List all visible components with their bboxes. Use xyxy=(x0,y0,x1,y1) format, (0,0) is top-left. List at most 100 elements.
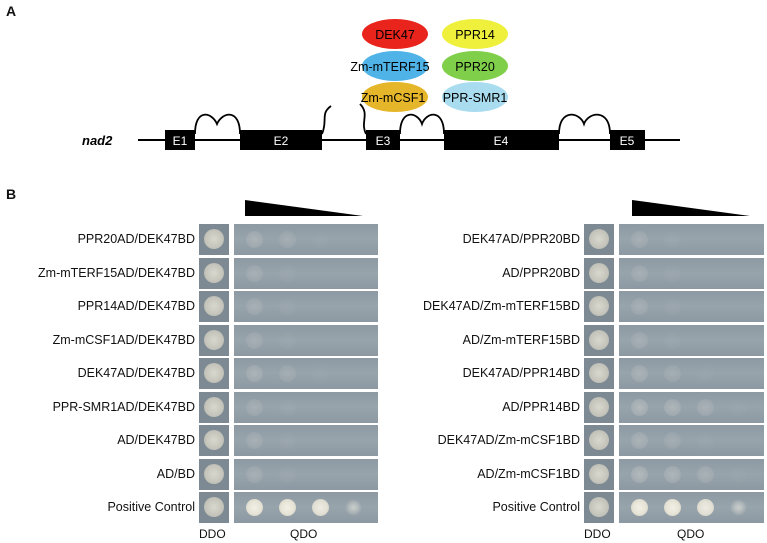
ddo-colony-spot xyxy=(204,497,224,517)
qdo-colony-spot xyxy=(631,264,648,282)
ddo-label-left: DDO xyxy=(199,527,226,541)
qdo-colony-spot xyxy=(312,499,329,516)
qdo-colony-strip xyxy=(234,257,378,289)
protein-ppr-smr1-label: PPR-SMR1 xyxy=(443,91,508,105)
qdo-colony-spot xyxy=(697,465,714,483)
intron-2-split-right xyxy=(359,103,367,135)
qdo-colony-spot xyxy=(631,432,648,449)
qdo-colony-spot xyxy=(279,231,296,248)
ddo-colony-spot xyxy=(589,497,609,517)
ddo-colony-cell xyxy=(199,257,229,289)
ddo-colony-spot xyxy=(204,229,224,249)
ddo-colony-spot xyxy=(589,463,609,484)
intron-2-split-left xyxy=(321,105,332,135)
ddo-colony-cell xyxy=(199,458,229,490)
qdo-colony-strip xyxy=(619,492,764,523)
qdo-colony-spot xyxy=(345,499,362,516)
ddo-colony-cell xyxy=(584,324,614,356)
qdo-colony-strip xyxy=(234,391,378,423)
ddo-colony-spot xyxy=(204,430,224,450)
row-label: Positive Control xyxy=(492,500,580,514)
qdo-colony-spot xyxy=(664,365,681,382)
qdo-colony-spot xyxy=(279,398,296,416)
row-label: Positive Control xyxy=(107,500,195,514)
row-label: AD/Zm-mTERF15BD xyxy=(462,332,580,347)
exon-e3-box xyxy=(366,130,400,150)
ddo-colony-cell xyxy=(199,425,229,456)
protein-zm-mcsf1-label: Zm-mCSF1 xyxy=(361,91,426,105)
qdo-colony-spot xyxy=(631,398,648,416)
qdo-colony-spot xyxy=(246,365,263,382)
qdo-colony-spot xyxy=(664,465,681,483)
ddo-colony-cell xyxy=(199,224,229,255)
qdo-colony-spot xyxy=(631,365,648,382)
qdo-colony-spot xyxy=(664,432,681,449)
exon-e4-box xyxy=(444,130,559,150)
ddo-colony-cell xyxy=(199,391,229,423)
qdo-colony-spot xyxy=(279,365,296,382)
row-label: PPR-SMR1AD/DEK47BD xyxy=(52,399,195,414)
row-label: AD/PPR20BD xyxy=(502,265,580,280)
qdo-colony-strip xyxy=(619,324,764,356)
qdo-colony-spot xyxy=(697,365,714,382)
row-label: DEK47AD/Zm-mTERF15BD xyxy=(423,299,580,313)
row-label: Zm-mCSF1AD/DEK47BD xyxy=(52,332,195,347)
protein-zm-mterf15 xyxy=(362,51,428,81)
qdo-colony-strip xyxy=(234,458,378,490)
qdo-colony-strip xyxy=(234,425,378,456)
ddo-colony-cell xyxy=(584,391,614,423)
protein-ppr20 xyxy=(442,51,508,81)
ddo-colony-spot xyxy=(589,229,609,249)
ddo-colony-spot xyxy=(204,363,224,383)
protein-dek47 xyxy=(362,19,428,49)
qdo-colony-spot xyxy=(246,432,263,449)
qdo-colony-strip xyxy=(619,224,764,255)
gene-name-label: nad2 xyxy=(82,133,113,148)
row-label: Zm-mTERF15AD/DEK47BD xyxy=(38,265,195,280)
qdo-colony-spot xyxy=(279,465,296,483)
ddo-colony-cell xyxy=(584,257,614,289)
ddo-colony-spot xyxy=(589,363,609,383)
exon-e1-box xyxy=(165,130,195,150)
intron-1-loop xyxy=(194,113,241,135)
qdo-colony-strip xyxy=(619,358,764,389)
row-label: AD/DEK47BD xyxy=(117,433,195,447)
qdo-colony-spot xyxy=(631,231,648,248)
row-label: DEK47AD/PPR20BD xyxy=(462,232,580,246)
row-label: AD/Zm-mCSF1BD xyxy=(477,466,580,481)
qdo-colony-spot xyxy=(664,231,681,248)
qdo-colony-spot xyxy=(246,264,263,282)
qdo-colony-spot xyxy=(312,231,329,248)
ddo-colony-spot xyxy=(204,329,224,350)
qdo-colony-spot xyxy=(631,331,648,349)
gene-model-diagram: E1 E2 E3 E4 E5 DEK47 PPR14 Zm-mTERF15 PP… xyxy=(82,19,680,150)
qdo-colony-spot xyxy=(279,264,296,282)
protein-ppr14 xyxy=(442,19,508,49)
protein-ppr20-label: PPR20 xyxy=(455,60,495,74)
ddo-colony-cell xyxy=(199,291,229,322)
ddo-colony-spot xyxy=(589,396,609,417)
ddo-colony-cell xyxy=(584,224,614,255)
protein-ppr14-label: PPR14 xyxy=(455,28,495,42)
exon-e5-box xyxy=(610,130,645,150)
qdo-colony-spot xyxy=(664,298,681,315)
qdo-colony-spot xyxy=(664,264,681,282)
qdo-colony-spot xyxy=(664,398,681,416)
qdo-colony-spot xyxy=(730,398,747,416)
exon-e2-box xyxy=(240,130,322,150)
row-label: DEK47AD/PPR14BD xyxy=(462,366,580,380)
exon-e4-label: E4 xyxy=(494,134,509,148)
qdo-colony-strip xyxy=(234,492,378,523)
qdo-colony-spot xyxy=(246,499,263,516)
protein-dek47-label: DEK47 xyxy=(375,28,415,42)
ddo-label-right: DDO xyxy=(584,527,611,541)
qdo-colony-spot xyxy=(697,398,714,416)
qdo-colony-strip xyxy=(234,358,378,389)
row-label: AD/BD xyxy=(156,466,195,481)
qdo-colony-strip xyxy=(619,391,764,423)
ddo-colony-spot xyxy=(589,430,609,450)
row-label: AD/PPR14BD xyxy=(502,399,580,414)
exon-e2-label: E2 xyxy=(274,134,289,148)
ddo-colony-spot xyxy=(589,296,609,316)
ddo-colony-cell xyxy=(199,358,229,389)
